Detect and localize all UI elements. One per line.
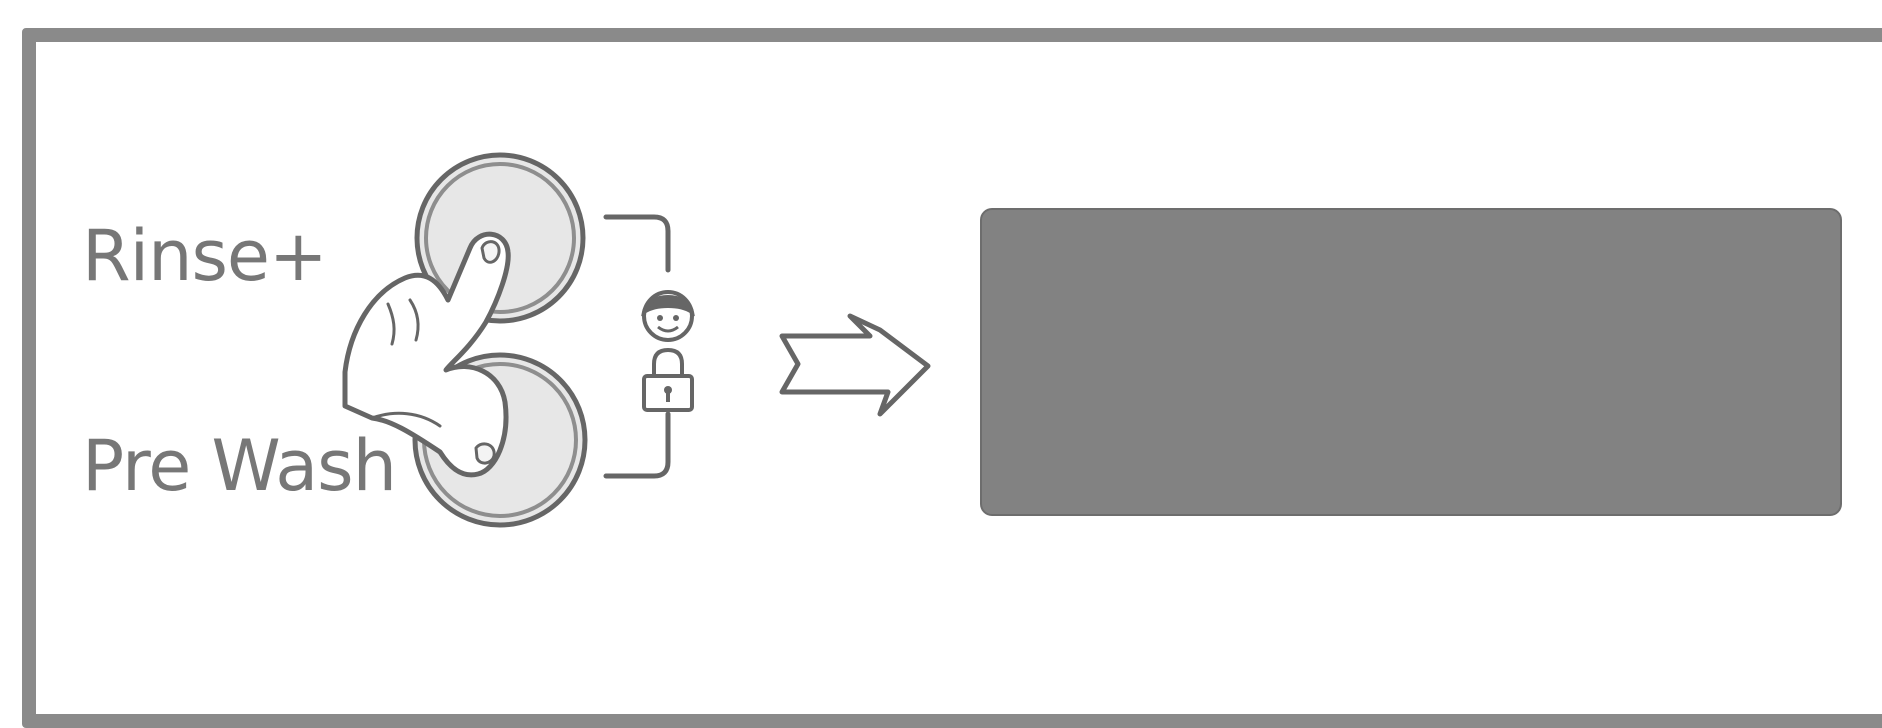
child-face-icon xyxy=(644,292,692,340)
right-arrow-icon xyxy=(782,316,928,414)
padlock-icon xyxy=(644,350,692,410)
display-screen xyxy=(980,208,1842,516)
bracket-line xyxy=(606,217,668,476)
